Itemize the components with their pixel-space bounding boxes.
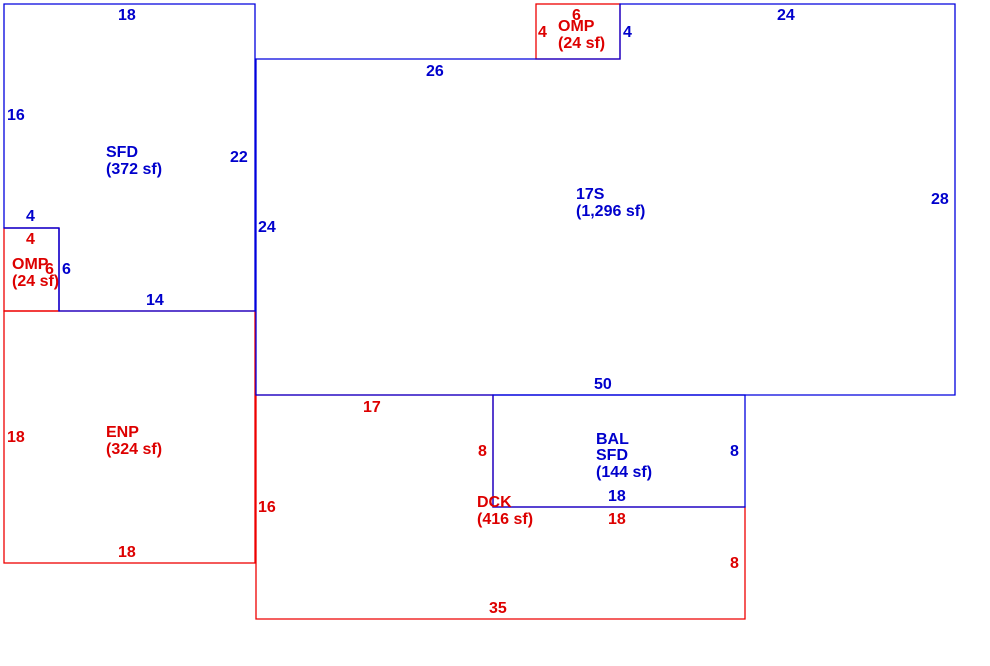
bal-bottom-dim-blue: 18: [608, 488, 626, 505]
sfd-bottom-dim: 14: [146, 292, 164, 309]
sfd-top-dim: 18: [118, 7, 136, 24]
omp-left-right-dim-blue: 6: [62, 261, 71, 278]
bal-code2: SFD: [596, 447, 628, 464]
omp-left-right-dim-red: 6: [45, 261, 54, 278]
dck-bottom-dim: 35: [489, 600, 507, 617]
dck-left-dim: 16: [258, 499, 276, 516]
enp-code: ENP: [106, 424, 139, 441]
dck-top-dim: 17: [363, 399, 381, 416]
bal-outline: [492, 394, 746, 508]
enp-left-dim: 18: [7, 429, 25, 446]
dck-code: DCK: [477, 494, 512, 511]
s17-code: 17S: [576, 186, 605, 203]
omp-left-top-dim-blue: 4: [26, 208, 35, 225]
s17-outline: [255, 3, 956, 396]
sfd-right-dim: 22: [230, 149, 248, 166]
omp-left-code: OMP: [12, 256, 49, 273]
dck-right-dim: 8: [730, 555, 739, 572]
sfd-left-dim: 16: [7, 107, 25, 124]
s17-top-left-dim: 26: [426, 63, 444, 80]
bal-area: (144 sf): [596, 464, 652, 481]
omp-top-area: (24 sf): [558, 35, 605, 52]
omp-top-code: OMP: [558, 18, 595, 35]
dck-area: (416 sf): [477, 511, 533, 528]
sfd-area: (372 sf): [106, 161, 162, 178]
s17-top-right-dim: 24: [777, 7, 795, 24]
omp-top-right-dim: 4: [623, 24, 632, 41]
dck-inner-left-dim: 8: [478, 443, 487, 460]
omp-top-top-dim: 6: [572, 7, 581, 24]
s17-left-dim: 24: [258, 219, 276, 236]
s17-area: (1,296 sf): [576, 203, 645, 220]
sfd-code: SFD: [106, 144, 138, 161]
s17-right-dim: 28: [931, 191, 949, 208]
omp-left-area: (24 sf): [12, 273, 59, 290]
bal-right-dim: 8: [730, 443, 739, 460]
omp-left-top-dim-red: 4: [26, 231, 35, 248]
bal-bottom-dim-red: 18: [608, 511, 626, 528]
omp-top-left-dim: 4: [538, 24, 547, 41]
enp-bottom-dim: 18: [118, 544, 136, 561]
bal-code: BAL: [596, 431, 629, 448]
s17-bottom-dim: 50: [594, 376, 612, 393]
enp-area: (324 sf): [106, 441, 162, 458]
